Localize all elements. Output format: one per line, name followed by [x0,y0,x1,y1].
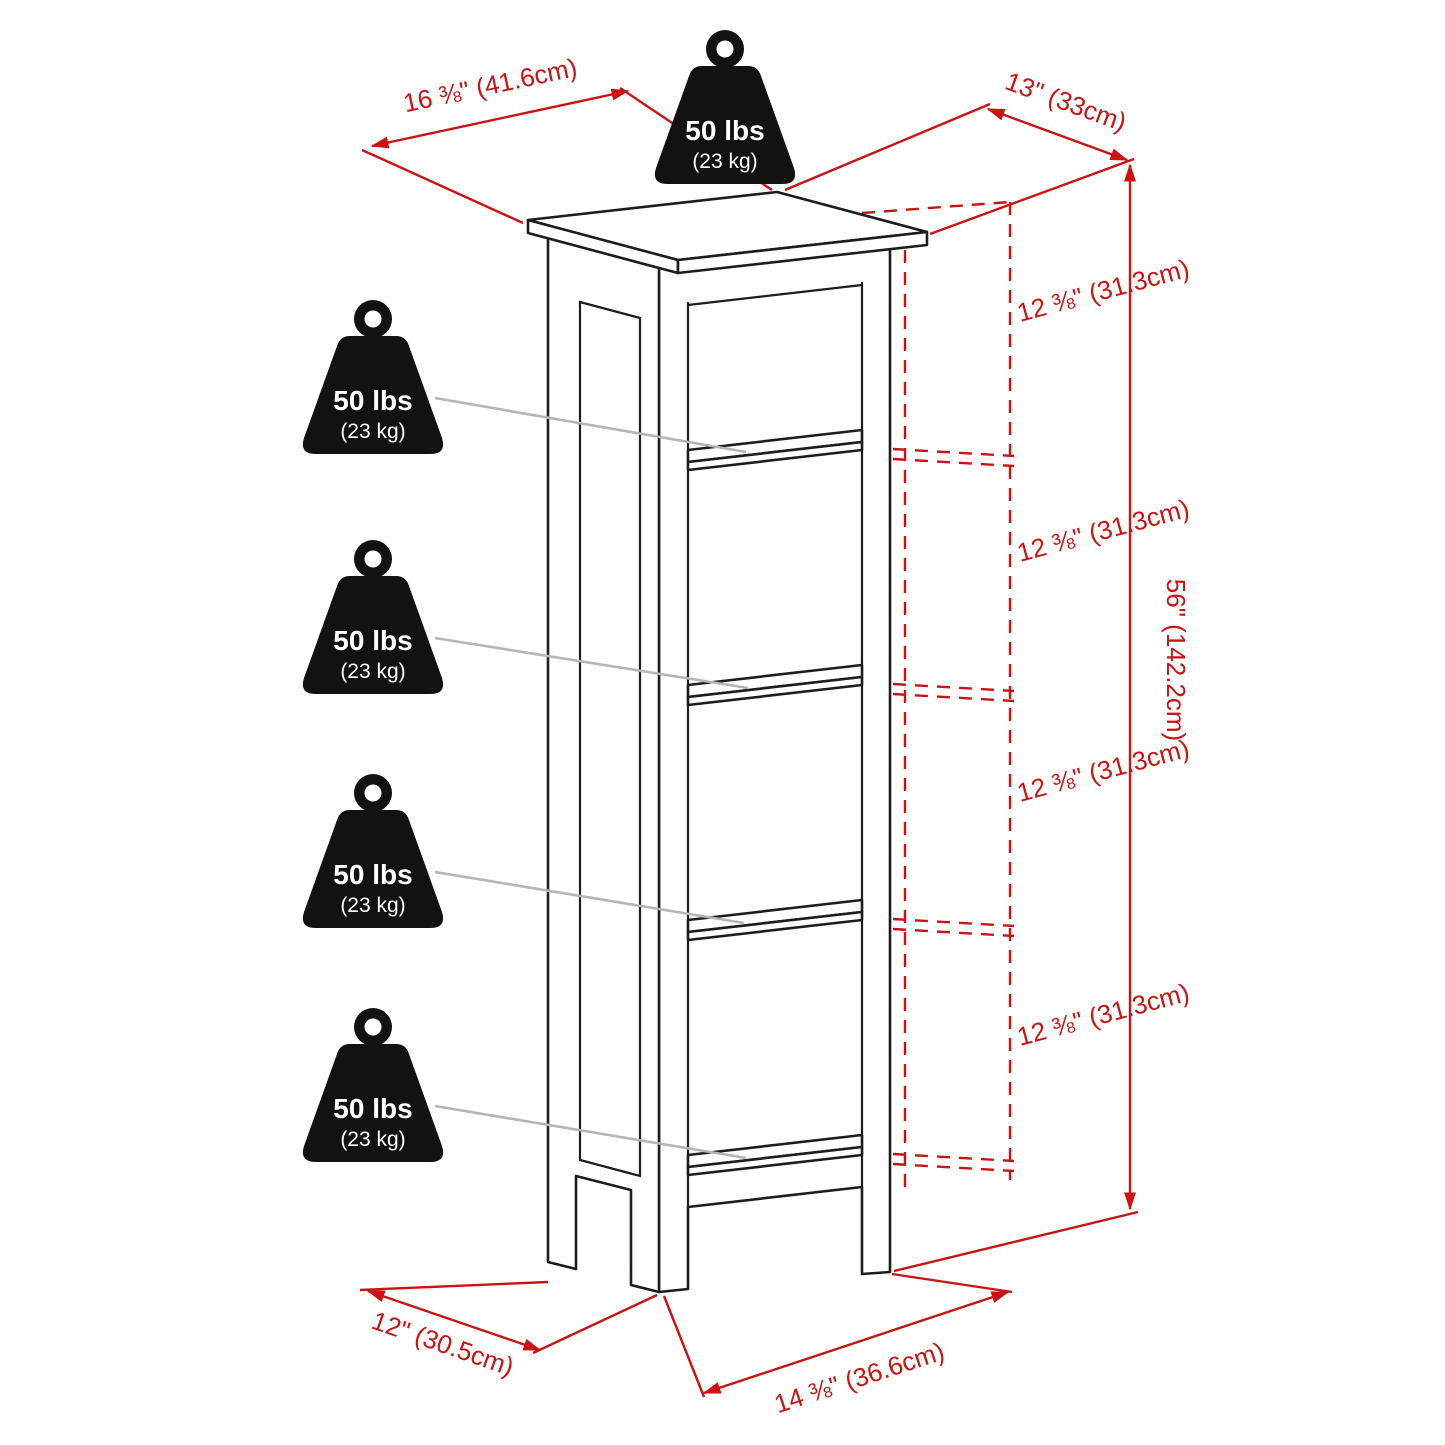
weight-capacity-sublabel: (23 kg) [692,150,757,173]
shelf-4 [686,1133,864,1177]
weight-capacity-label: 50 lbs [333,859,412,890]
weight-capacity-label: 50 lbs [333,625,412,656]
weight-capacity-sublabel: (23 kg) [340,1128,405,1151]
dimension-label-shelf-spacing-3: 12 ⅜" (31.3cm) [1014,733,1193,808]
dimension-label-base-width: 14 ⅜" (36.6cm) [770,1336,947,1419]
shelf-1 [686,428,864,472]
shelf-side-panel [546,236,661,1294]
shelf-2 [686,663,864,707]
shelf-unit-drawing [526,190,929,1294]
dimension-line-base-depth [366,1289,542,1352]
weight-capacity-badge-shelf-2: 50 lbs (23 kg) [302,540,444,694]
weight-capacity-sublabel: (23 kg) [340,894,405,917]
weight-capacity-sublabel: (23 kg) [340,660,405,683]
weight-capacity-sublabel: (23 kg) [340,420,405,443]
dimension-label-shelf-spacing-1: 12 ⅜" (31.3cm) [1014,253,1193,328]
dimension-lines [366,88,1136,1395]
projection-dashed-box [861,200,1015,1188]
leader-lines [434,396,749,1160]
side-panel-inset [578,300,642,1178]
top-rail-edge [686,283,864,307]
weight-capacity-badge-shelf-4: 50 lbs (23 kg) [302,1008,444,1162]
dimension-label-shelf-spacing-4: 12 ⅜" (31.3cm) [1014,977,1193,1052]
dimension-label-height: 56" (142.2cm) [1161,579,1191,741]
weight-capacity-badge-top: 50 lbs (23 kg) [654,30,796,184]
dimension-line-top-width [986,107,1129,162]
dimension-line-top-depth [370,88,630,149]
weight-capacity-badge-shelf-3: 50 lbs (23 kg) [302,774,444,928]
weight-capacity-label: 50 lbs [333,1093,412,1124]
dimension-label-top-width: 13" (33cm) [1002,66,1131,137]
weight-capacity-label: 50 lbs [685,115,764,146]
shelf-top-panel [526,190,929,275]
shelf-level-dashes [892,447,1015,1173]
shelf-3 [686,898,864,942]
weight-capacity-badge-shelf-1: 50 lbs (23 kg) [302,300,444,454]
dimension-line-base-width [702,1290,1010,1395]
dimension-label-shelf-spacing-2: 12 ⅜" (31.3cm) [1014,493,1193,568]
weight-capacity-label: 50 lbs [333,385,412,416]
